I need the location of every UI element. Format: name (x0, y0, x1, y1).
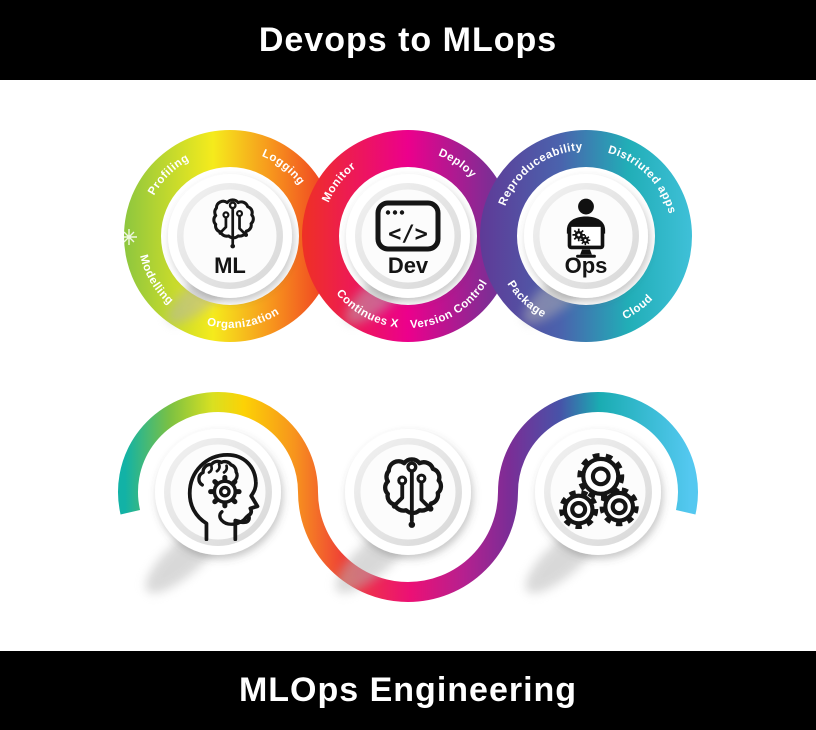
ml-ring-band (123, 129, 337, 343)
dev-button-face (361, 189, 455, 283)
flow-step-1 (145, 429, 281, 594)
dev-button: </> Dev (345, 174, 470, 324)
dev-caption: Dev (388, 253, 429, 278)
flow-ribbon (118, 391, 698, 602)
ml-button: ML (167, 174, 292, 324)
ops-ring-band (480, 130, 692, 342)
flow-section (118, 391, 698, 602)
code-window-icon: </> (375, 200, 441, 252)
footer-bar: MLOps Engineering (0, 651, 816, 730)
page-title: Devops to MLops (258, 20, 558, 59)
footer-title: MLOps Engineering (238, 671, 578, 709)
flow-step-3 (525, 429, 661, 594)
header-bar: Devops to MLops (0, 0, 816, 80)
ml-caption: ML (214, 253, 246, 278)
rings-section: ML </> Dev Ops (121, 129, 692, 343)
dev-ring-band (302, 130, 514, 342)
code-glyph: </> (388, 222, 428, 247)
ops-button: Ops (523, 174, 648, 324)
sparkle (121, 229, 137, 245)
ops-caption: Ops (565, 253, 608, 278)
flow-step-2 (335, 429, 471, 594)
